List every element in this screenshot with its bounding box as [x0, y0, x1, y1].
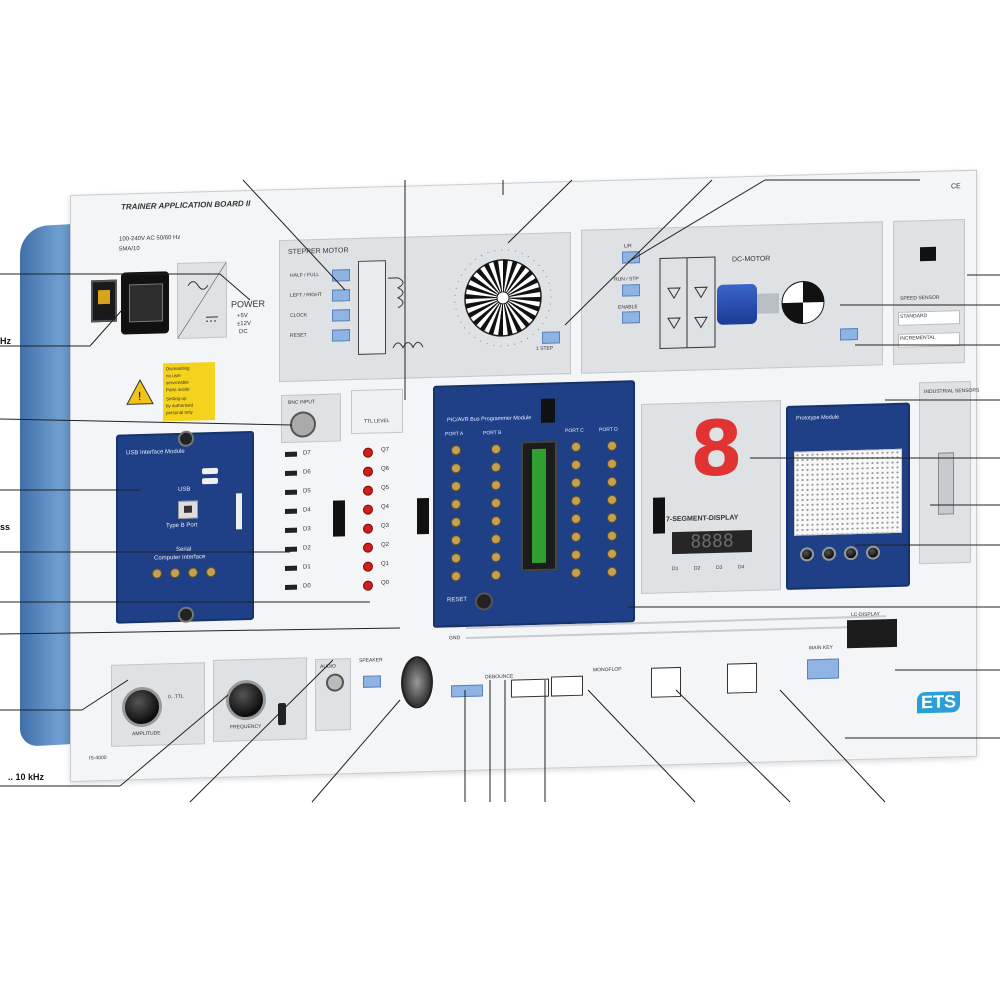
encoder-disc: [781, 281, 825, 325]
warning-icon: !: [126, 378, 154, 405]
stepper-disc: [454, 249, 552, 347]
svg-text:!: !: [138, 389, 141, 403]
coil-icon: [388, 277, 424, 349]
transformer-panel: [177, 261, 227, 340]
stepper-panel: STEPPER MOTOR HALF / FULL LEFT / RIGHT C…: [279, 232, 571, 383]
callout-hz: Hz: [0, 336, 11, 346]
callout-khz: .. 10 kHz: [8, 772, 45, 782]
dc-motor-panel: DC-MOTOR L/R RUN / STP ENABLE: [581, 221, 883, 374]
trainer-board: TRAINER APPLICATION BOARD II CE 100-240V…: [70, 169, 979, 783]
ac-dc-icon: [177, 262, 227, 339]
callout-ss: ss: [0, 522, 11, 532]
h-bridge-icon: [659, 256, 716, 350]
